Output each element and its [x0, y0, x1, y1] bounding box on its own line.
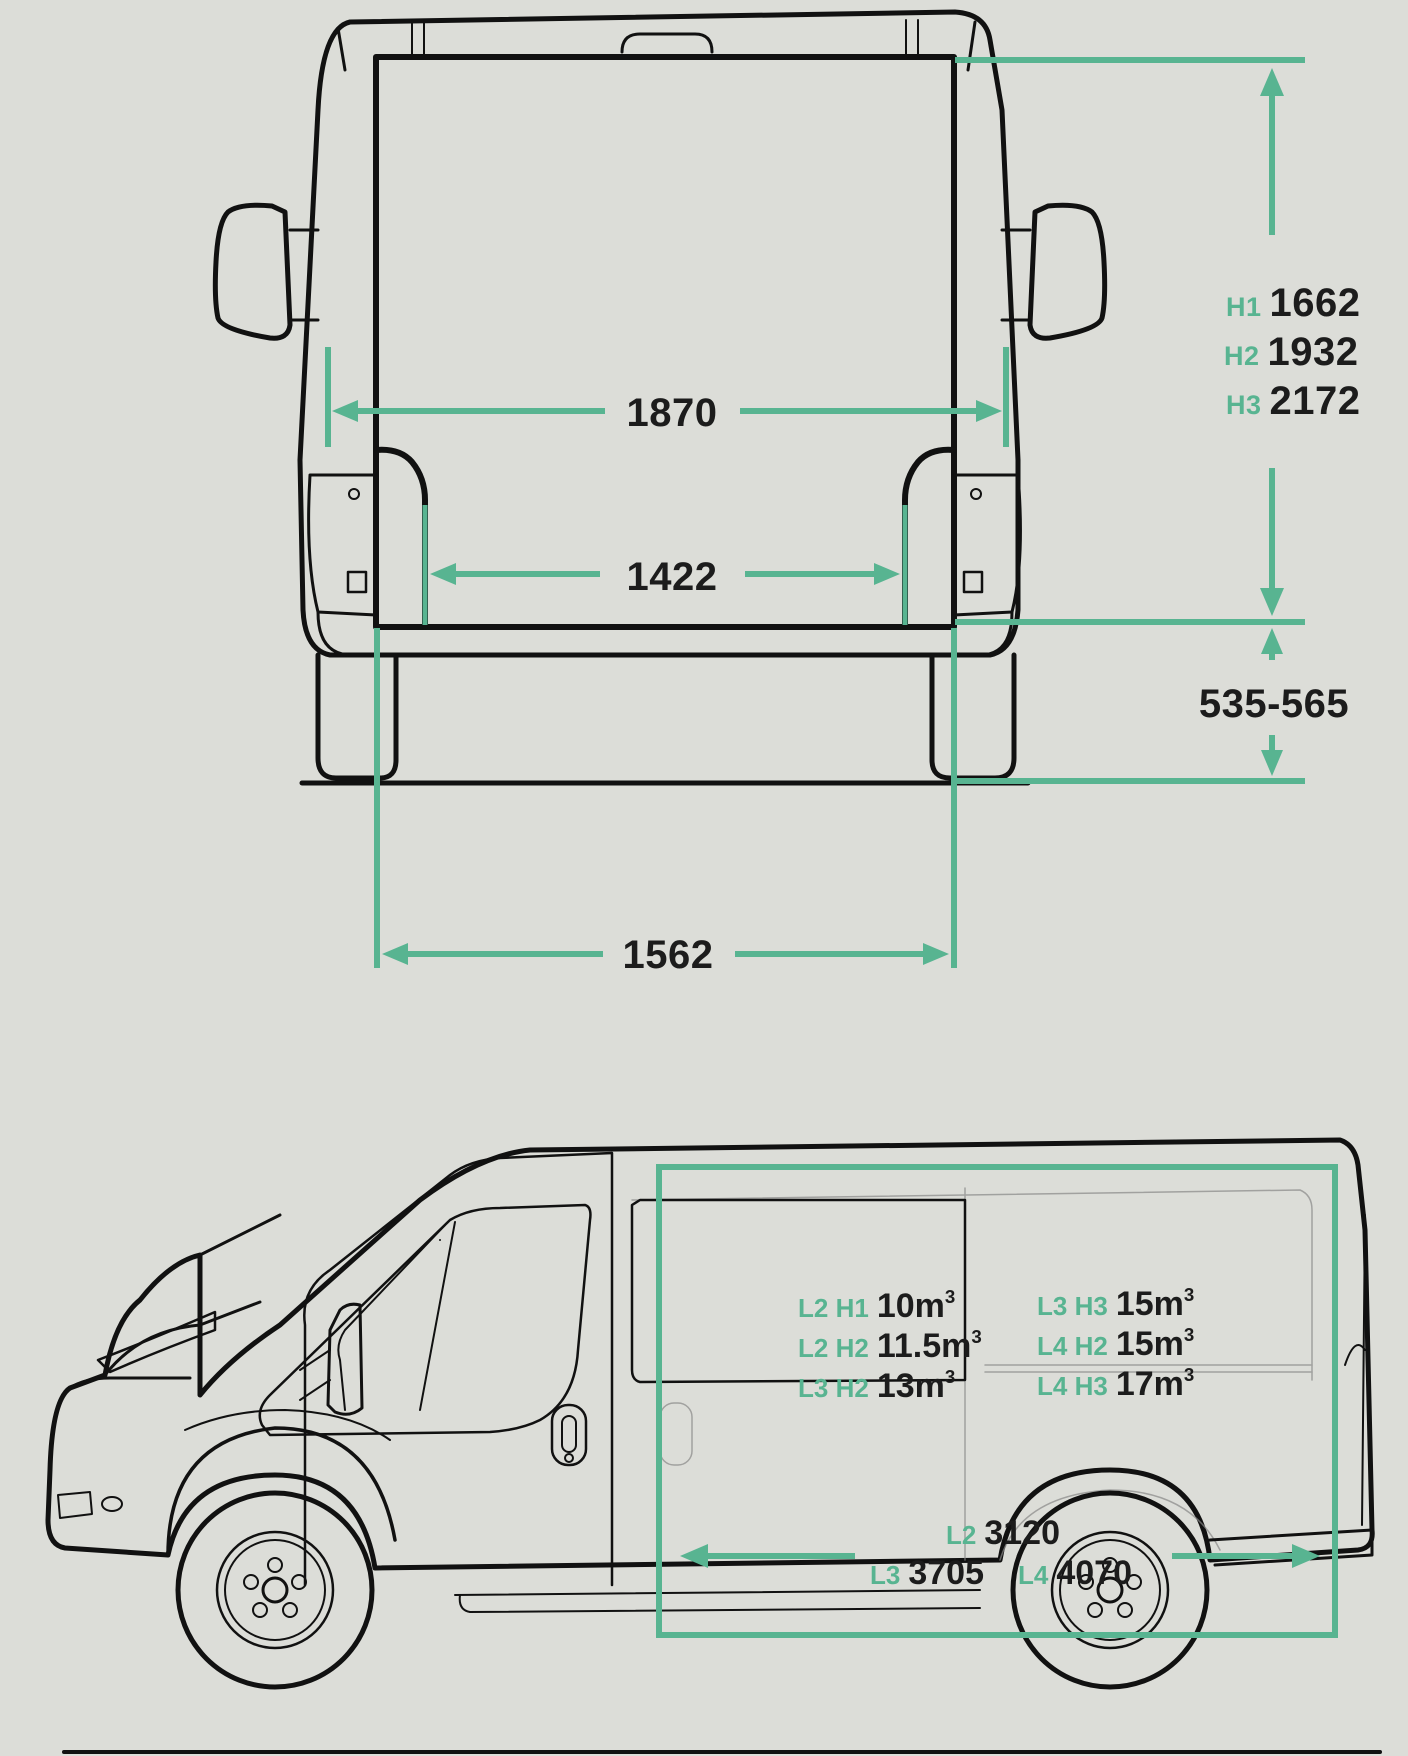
volume-tag: L4 H2	[1037, 1331, 1108, 1362]
length-tag: L4	[1018, 1560, 1049, 1590]
length-value: 3705	[908, 1554, 984, 1592]
cab-window	[258, 1203, 592, 1437]
right-mirror	[1027, 202, 1108, 341]
length-value: 3120	[984, 1514, 1060, 1552]
height-tag: H3	[1226, 390, 1262, 420]
volume-exponent: 3	[1183, 1364, 1195, 1385]
rear-bumper	[316, 610, 1014, 657]
volume-value: 13m	[876, 1367, 945, 1406]
right-tail-light	[952, 473, 1022, 617]
side-mirror	[326, 1302, 364, 1416]
volume-tag: L4 H3	[1037, 1371, 1108, 1402]
left-mirror	[212, 202, 293, 341]
front-wheel	[175, 1490, 375, 1690]
roof-light	[620, 32, 714, 54]
door-handle	[550, 1403, 588, 1467]
volume-value: 10m	[876, 1287, 945, 1326]
length-tag: L2	[946, 1520, 977, 1550]
right-wheel-arch	[902, 446, 957, 630]
volume-exponent: 3	[1183, 1284, 1195, 1305]
height-value: 1932	[1267, 330, 1359, 374]
volume-exponent: 3	[1183, 1324, 1195, 1345]
van-body-outline	[45, 1137, 1375, 1571]
height-tag: H2	[1224, 341, 1260, 371]
between-arches-label: 1422	[626, 555, 718, 599]
volume-exponent: 3	[944, 1286, 956, 1307]
length-value: 4070	[1056, 1554, 1132, 1592]
volume-value: 15m	[1115, 1325, 1184, 1364]
volume-tag: L2 H2	[798, 1333, 869, 1364]
left-wheel-arch	[373, 446, 428, 630]
rear-body-outline	[297, 9, 1021, 658]
sliding-door-window	[630, 1198, 967, 1384]
height-value: 1662	[1269, 281, 1361, 325]
volume-tag: L2 H1	[798, 1293, 869, 1324]
volume-value: 11.5m	[876, 1327, 972, 1366]
rear-door-opening	[373, 54, 957, 630]
front-wheel-arch	[166, 1426, 397, 1557]
volume-value: 15m	[1115, 1285, 1184, 1324]
length-tag: L3	[870, 1560, 901, 1590]
volume-exponent: 3	[944, 1366, 956, 1387]
volume-exponent: 3	[971, 1326, 982, 1347]
volume-value: 17m	[1115, 1365, 1184, 1404]
cargo-area-outline	[656, 1164, 1338, 1638]
cab-door	[303, 1151, 614, 1587]
rear-wheel	[1010, 1490, 1210, 1690]
left-tail-light	[307, 473, 378, 617]
volume-tag: L3 H2	[798, 1373, 869, 1404]
headlight	[96, 1310, 217, 1374]
height-value: 2172	[1269, 379, 1361, 423]
door-width-label: 1562	[622, 933, 714, 977]
left-tire	[315, 652, 399, 781]
rear-view-drawing	[212, 9, 1305, 968]
floor-height-label: 535-565	[1198, 682, 1350, 726]
cargo-width-label: 1870	[626, 391, 718, 435]
volume-tag: L3 H3	[1037, 1291, 1108, 1322]
height-tag: H1	[1226, 292, 1262, 322]
fog-light	[57, 1491, 93, 1519]
